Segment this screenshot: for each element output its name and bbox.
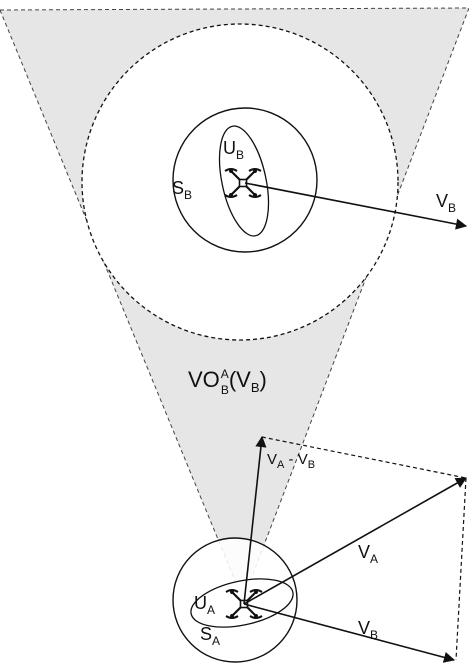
velocity-vector-v-b-top [244, 182, 468, 230]
label-s-a: SA [200, 624, 220, 648]
parallelogram-edge-right [455, 477, 467, 661]
cone-edge-left [0, 9, 244, 601]
relative-velocity-vector [243, 435, 267, 605]
label-u-a: UA [194, 593, 215, 617]
cone-edge-right [242, 7, 469, 601]
cone-edge-top [0, 7, 469, 11]
velocity-vector-v-b-bottom [243, 603, 456, 663]
label-v-b-bottom: VB [358, 618, 378, 642]
velocity-vector-v-a [243, 477, 467, 605]
label-s-b: SB [172, 178, 192, 202]
label-relative-velocity: VA - VB [267, 451, 315, 471]
label-v-b-top: VB [436, 191, 456, 215]
label-v-a: VA [358, 542, 378, 566]
label-u-b: UB [223, 138, 244, 162]
